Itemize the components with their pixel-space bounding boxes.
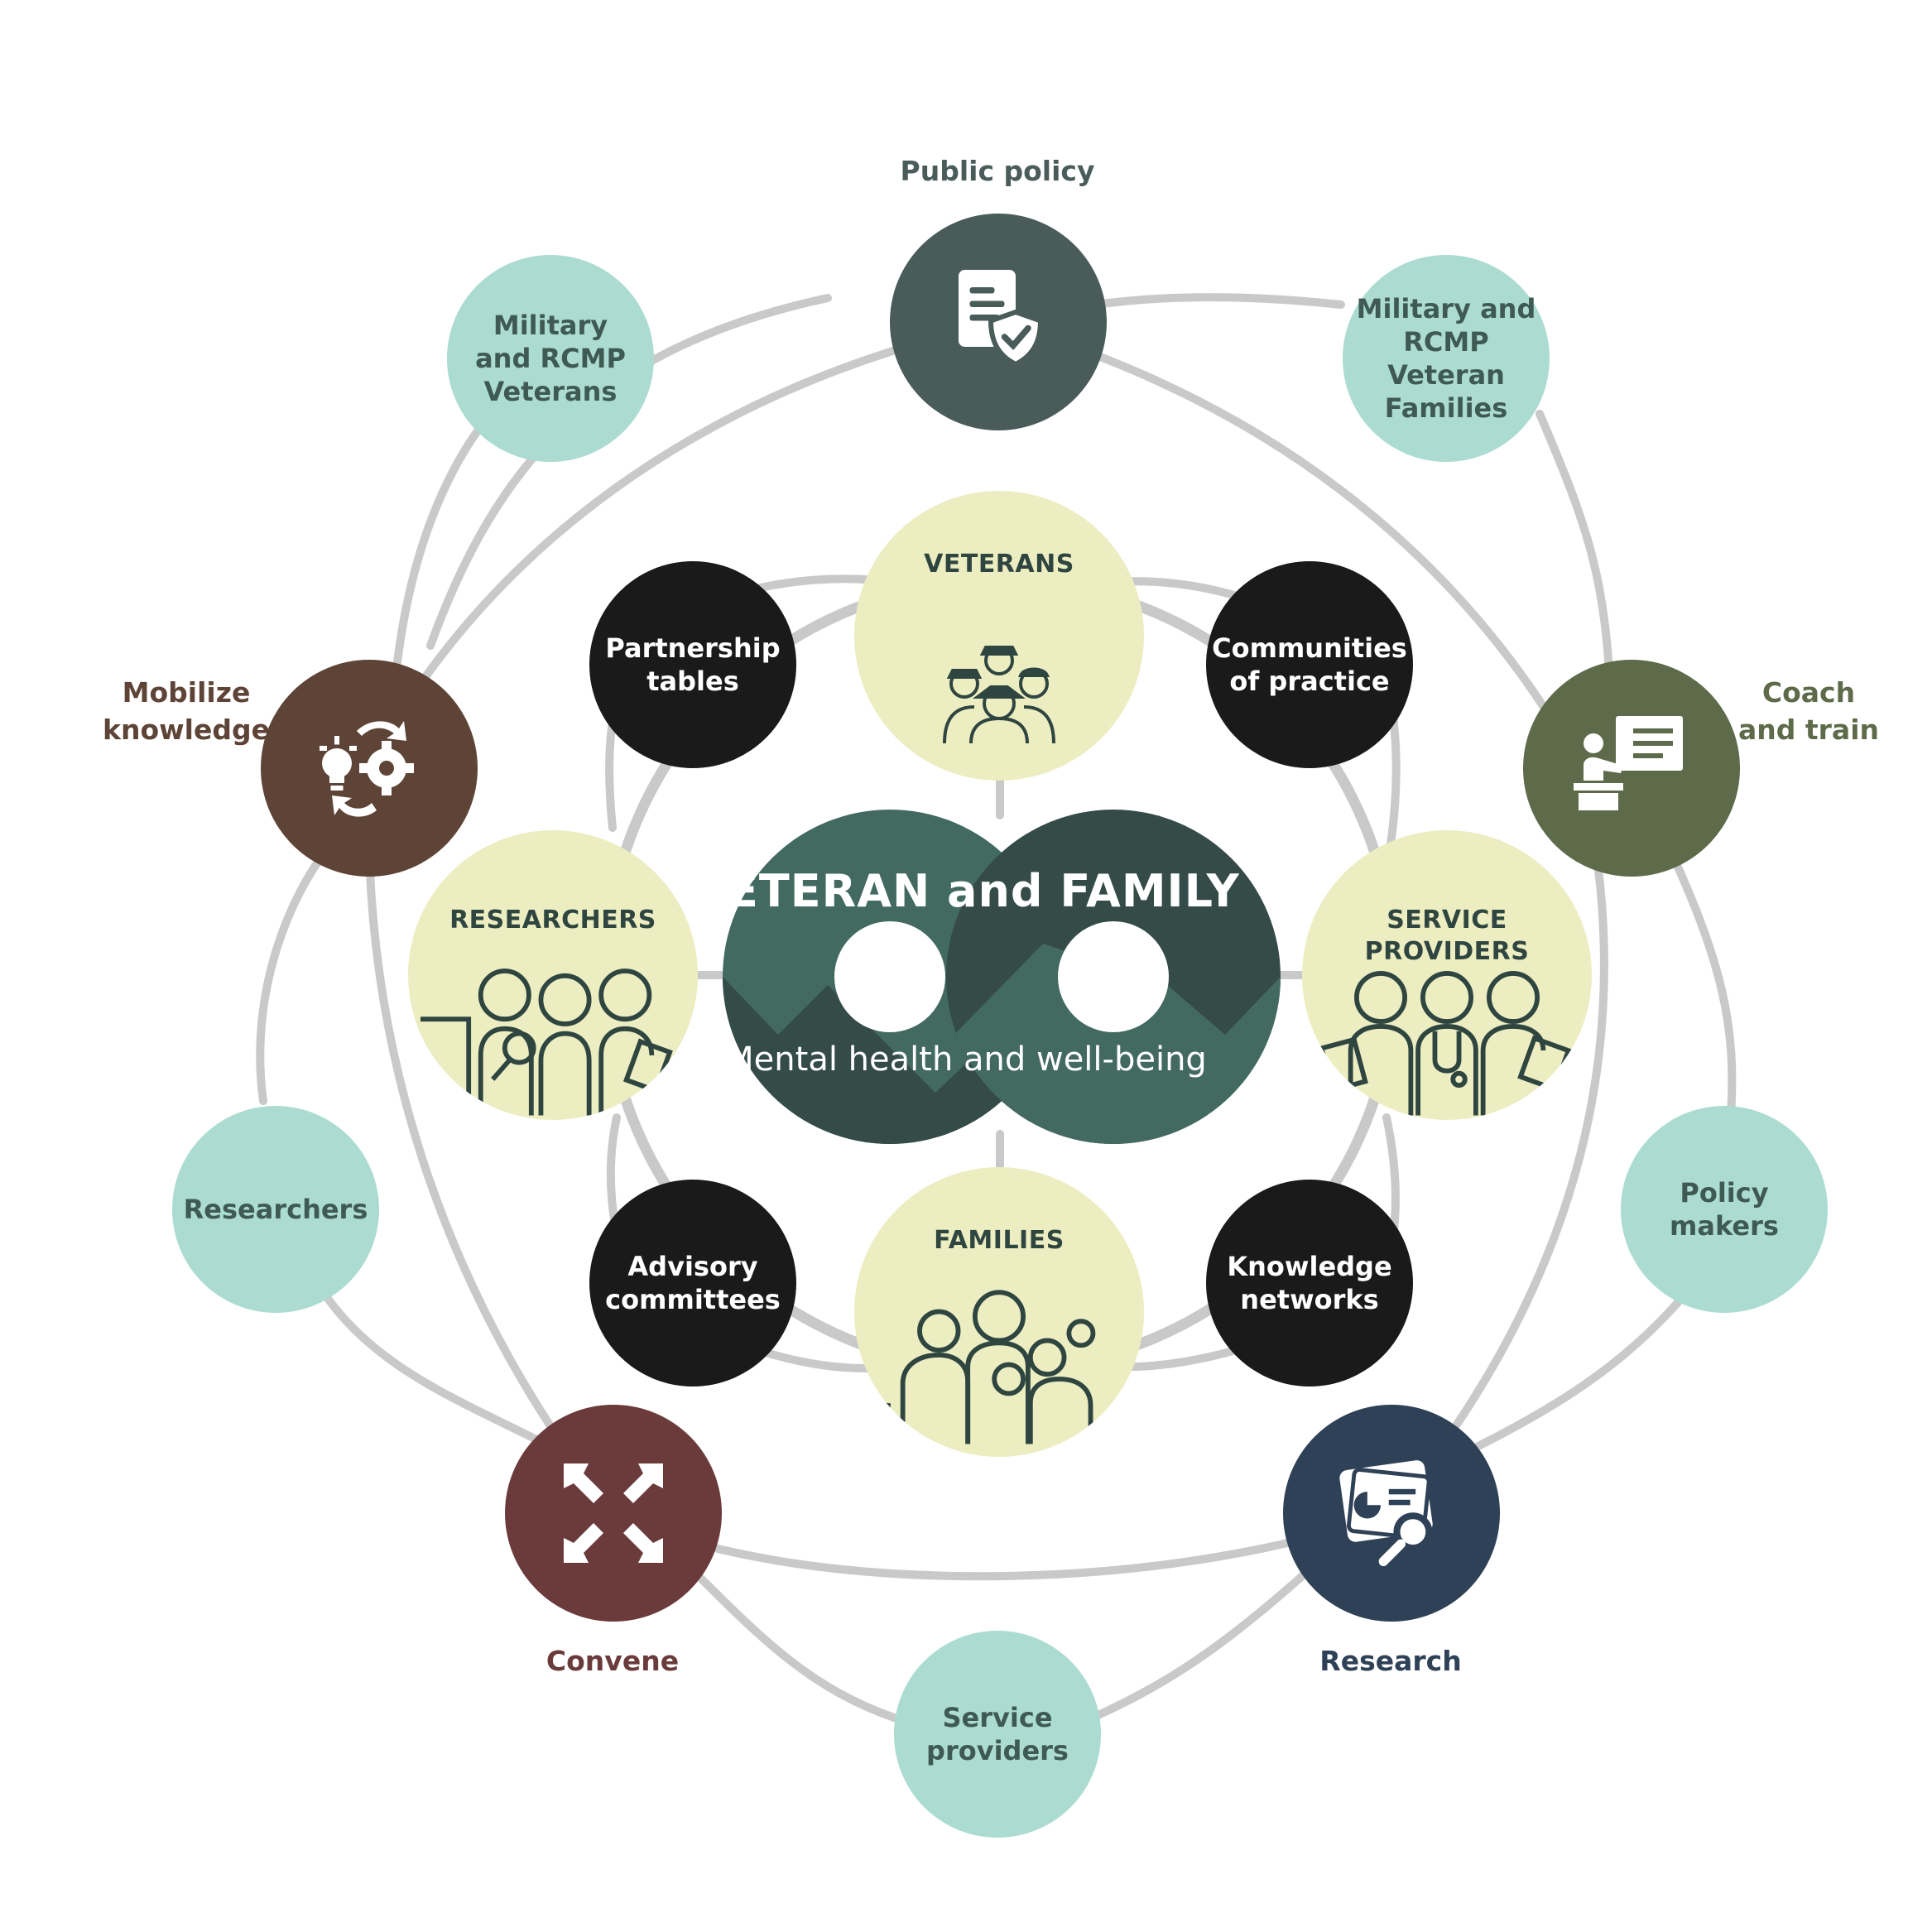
families-group-icon	[881, 1290, 1096, 1444]
audience-researchers-label: Researchers	[183, 1194, 368, 1225]
service-providers-group-icon	[1318, 971, 1572, 1116]
audience-service-providers-label: Service providers	[926, 1702, 1069, 1766]
audience-policy-makers-node: Policy makers	[1621, 1106, 1828, 1313]
research-node	[1283, 1405, 1500, 1622]
veterans-group-icon	[943, 646, 1055, 744]
center-subtitle: Mental health and well-being	[725, 1040, 1207, 1079]
group-veterans-label: VETERANS	[924, 550, 1074, 579]
audience-families-node: Military and RCMP Veteran Families	[1343, 255, 1550, 462]
group-researchers-node: RESEARCHERS	[408, 830, 698, 1120]
group-service-providers-label: SERVICE PROVIDERS	[1364, 906, 1530, 966]
group-families-label: FAMILIES	[934, 1226, 1065, 1255]
left-ring-hole	[834, 921, 945, 1032]
advisory-committees-node: Advisory committees	[589, 1180, 796, 1387]
group-families-node: FAMILIES	[854, 1167, 1144, 1457]
right-ring-hole	[1058, 921, 1169, 1032]
convene-label: Convene	[545, 1645, 680, 1677]
outer-loop-line	[364, 318, 1608, 1581]
center-title: VETERAN and FAMILY	[692, 865, 1240, 917]
public-policy-node	[890, 214, 1107, 430]
convene-node	[505, 1405, 722, 1622]
group-service-providers-node: SERVICE PROVIDERS	[1302, 830, 1592, 1120]
mobilize-knowledge-label: Mobilize knowledge	[103, 676, 270, 746]
advisory-committees-label: Advisory committees	[605, 1251, 781, 1315]
research-label: Research	[1319, 1645, 1462, 1677]
public-policy-label: Public policy	[900, 155, 1095, 187]
audience-veterans-label: Military and RCMP Veterans	[475, 310, 626, 407]
communities-of-practice-node: Communities of practice	[1206, 561, 1413, 768]
report-magnifier-icon	[1339, 1460, 1433, 1566]
audience-loop-line	[256, 293, 1737, 1722]
coach-train-node	[1523, 660, 1740, 877]
group-veterans-node: VETERANS	[854, 491, 1144, 781]
coach-train-label: Coach and train	[1738, 676, 1879, 746]
communities-of-practice-label: Communities of practice	[1212, 632, 1407, 697]
audience-service-providers-node: Service providers	[894, 1631, 1101, 1838]
audience-researchers-node: Researchers	[172, 1106, 379, 1313]
presenter-board-icon	[1574, 716, 1683, 810]
knowledge-networks-label: Knowledge networks	[1227, 1251, 1392, 1315]
group-researchers-label: RESEARCHERS	[449, 906, 656, 935]
partnership-tables-node: Partnership tables	[589, 561, 796, 768]
knowledge-networks-node: Knowledge networks	[1206, 1180, 1413, 1387]
lightbulb-gear-cycle-icon	[320, 721, 414, 817]
audience-policy-makers-label: Policy makers	[1670, 1177, 1779, 1242]
policy-document-shield-icon	[959, 270, 1044, 368]
audience-families-label: Military and RCMP Veteran Families	[1356, 293, 1536, 424]
arrows-converge-icon	[564, 1463, 663, 1563]
partnership-tables-label: Partnership tables	[605, 632, 781, 697]
researchers-group-icon	[421, 968, 673, 1116]
audience-veterans-node: Military and RCMP Veterans	[447, 255, 654, 462]
mobilize-knowledge-node	[261, 660, 478, 877]
